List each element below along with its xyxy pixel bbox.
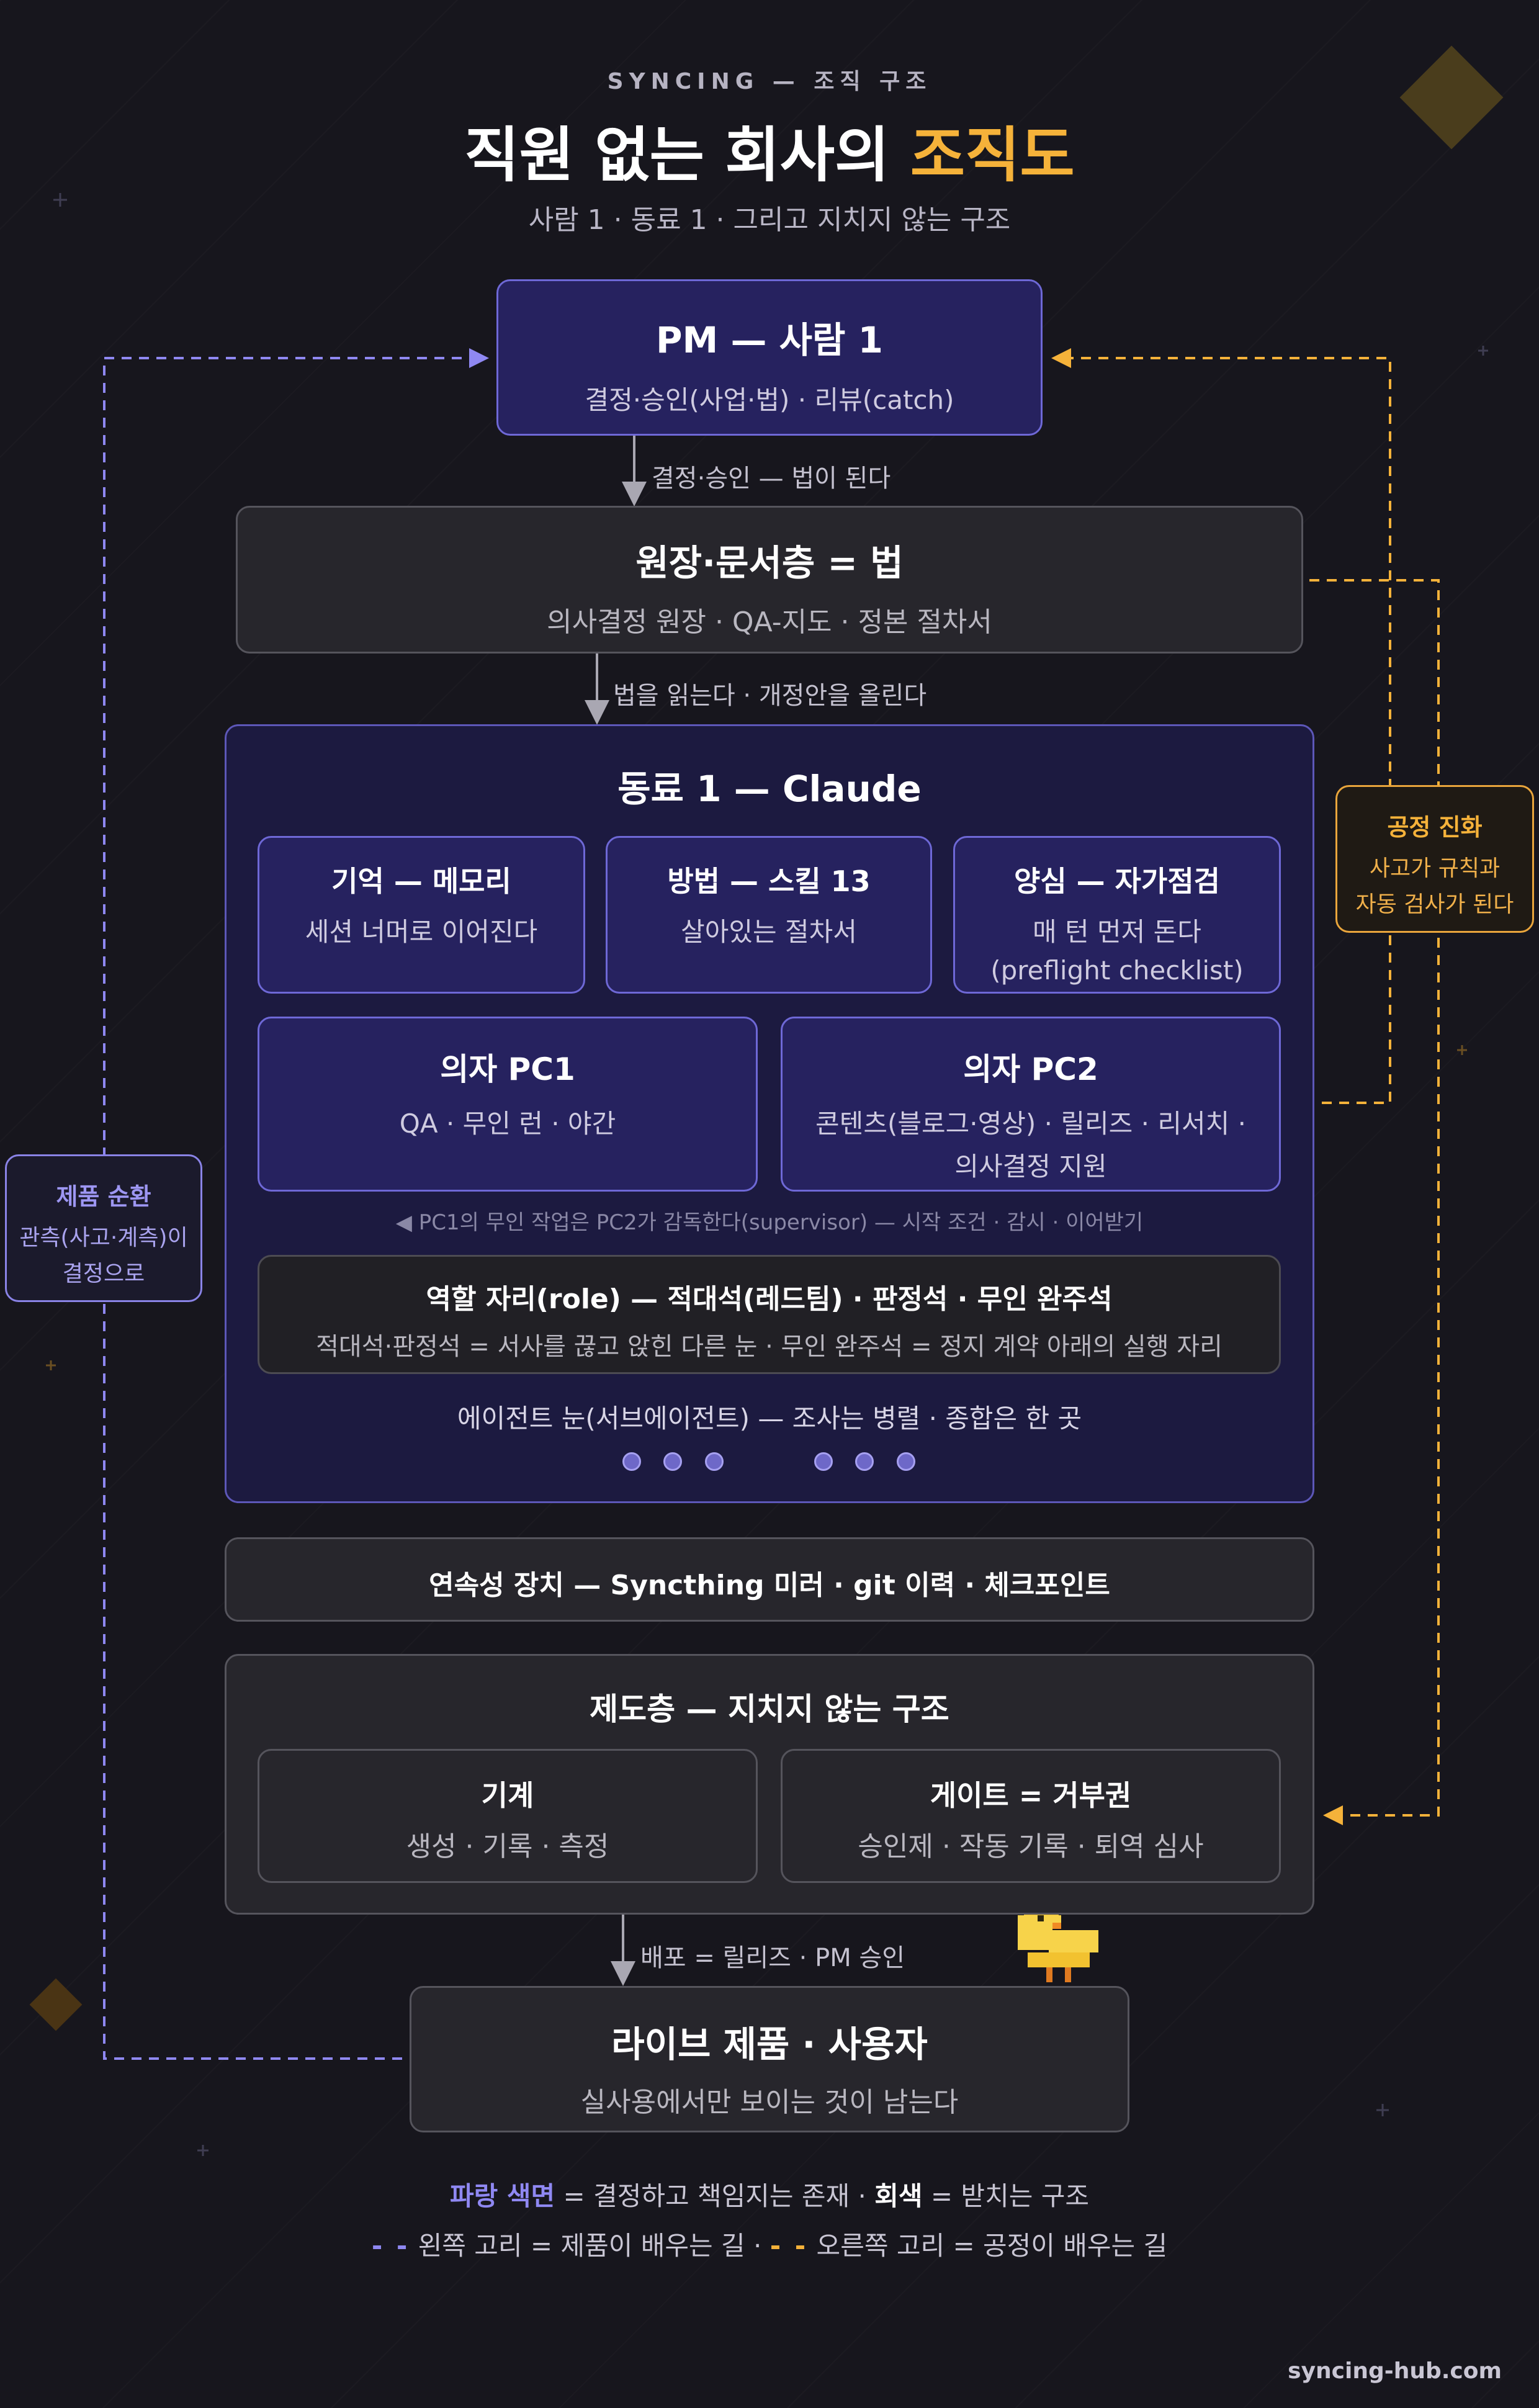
machine-title: 기계 — [481, 1779, 534, 1812]
pc2-title: 의자 PC2 — [963, 1051, 1098, 1087]
card-memory-title: 기억 — 메모리 — [331, 865, 511, 898]
agent-dot — [663, 1452, 682, 1471]
continuity-node: 연속성 장치 — Syncthing 미러 · git 이력 · 체크포인트 — [225, 1537, 1314, 1622]
title-accent: 조직도 — [910, 120, 1075, 190]
claude-title: 동료 1 — Claude — [617, 768, 922, 810]
side-label-process-loop: 공정 진화 사고가 규칙과 자동 검사가 된다 — [1335, 785, 1534, 933]
machine-node: 기계 생성 · 기록 · 측정 — [258, 1749, 758, 1883]
institution-title: 제도층 — 지치지 않는 구조 — [590, 1691, 949, 1727]
legend-colors: 파랑 색면 = 결정하고 책임지는 존재 · 회색 = 받치는 구조 — [0, 2175, 1539, 2213]
gate-title: 게이트 = 거부권 — [930, 1779, 1132, 1812]
legend-right-desc: 오른쪽 고리 = 공정이 배우는 길 — [808, 2231, 1168, 2261]
side-right-title: 공정 진화 — [1387, 814, 1483, 841]
pm-sub: 결정·승인(사업·법) · 리뷰(catch) — [585, 385, 954, 415]
pc2-sub2: 의사결정 지원 — [954, 1151, 1107, 1182]
law-sub: 의사결정 원장 · QA-지도 · 정본 절차서 — [547, 606, 992, 638]
card-conscience-title: 양심 — 자가점검 — [1014, 865, 1220, 898]
card-skills-title: 방법 — 스킬 13 — [667, 865, 871, 898]
live-node: 라이브 제품 · 사용자 실사용에서만 보이는 것이 남는다 — [410, 1986, 1129, 2132]
title-main: 직원 없는 회사의 — [464, 120, 910, 190]
agent-dot — [814, 1452, 833, 1471]
pm-title: PM — 사람 1 — [656, 319, 883, 361]
card-conscience-sub2: (preflight checklist) — [990, 955, 1244, 986]
side-right-line1: 사고가 규칙과 — [1369, 856, 1501, 881]
live-sub: 실사용에서만 보이는 것이 남는다 — [580, 2087, 959, 2118]
edge-label-deploy: 배포 = 릴리즈 · PM 승인 — [640, 1944, 905, 1972]
pc1-title: 의자 PC1 — [440, 1051, 575, 1087]
agent-dot — [855, 1452, 874, 1471]
legend-dash-orange: - - — [770, 2231, 809, 2261]
role-sub: 적대석·판정석 = 서사를 끊고 앉힌 다른 눈 · 무인 완주석 = 정지 계… — [316, 1332, 1223, 1361]
legend-gray-term: 회색 — [874, 2181, 923, 2211]
legend-dash-blue: - - — [371, 2231, 410, 2261]
side-label-product-loop: 제품 순환 관측(사고·계측)이 결정으로 — [5, 1154, 202, 1302]
side-left-line2: 결정으로 — [62, 1260, 145, 1287]
legend-gray-desc: = 받치는 구조 — [922, 2181, 1089, 2211]
pm-node: PM — 사람 1 결정·승인(사업·법) · 리뷰(catch) — [496, 279, 1043, 436]
gate-node: 게이트 = 거부권 승인제 · 작동 기록 · 퇴역 심사 — [781, 1749, 1281, 1883]
side-right-line2: 자동 검사가 된다 — [1355, 891, 1514, 917]
pc1-node: 의자 PC1 QA · 무인 런 · 야간 — [258, 1017, 758, 1192]
legend-blue-desc: = 결정하고 책임지는 존재 · — [555, 2181, 875, 2211]
continuity-title: 연속성 장치 — Syncthing 미러 · git 이력 · 체크포인트 — [429, 1570, 1110, 1601]
footer-url[interactable]: syncing-hub.com — [1288, 2358, 1502, 2384]
deco-diamond-bottom-left — [29, 1978, 83, 2031]
live-title: 라이브 제품 · 사용자 — [611, 2023, 928, 2065]
page-title: 직원 없는 회사의 조직도 — [0, 107, 1539, 193]
legend-loops: - - 왼쪽 고리 = 제품이 배우는 길 · - - 오른쪽 고리 = 공정이… — [0, 2225, 1539, 2263]
gate-sub: 승인제 · 작동 기록 · 퇴역 심사 — [858, 1831, 1204, 1862]
agent-dot — [897, 1452, 915, 1471]
edge-label-law-claude: 법을 읽는다 · 개정안을 올린다 — [613, 681, 927, 710]
role-node: 역할 자리(role) — 적대석(레드팀) · 판정석 · 무인 완주석 적대… — [258, 1255, 1281, 1374]
legend-left-desc: 왼쪽 고리 = 제품이 배우는 길 · — [410, 2231, 770, 2261]
edge-label-pm-law: 결정·승인 — 법이 된다 — [652, 464, 891, 493]
legend-blue-term: 파랑 색면 — [450, 2181, 555, 2211]
card-memory-sub: 세션 너머로 이어진다 — [305, 917, 538, 947]
pc2-node: 의자 PC2 콘텐츠(블로그·영상) · 릴리즈 · 리서치 · 의사결정 지원 — [781, 1017, 1281, 1192]
card-memory: 기억 — 메모리 세션 너머로 이어진다 — [258, 836, 585, 994]
kicker: SYNCING — 조직 구조 — [607, 69, 932, 94]
agent-dot — [622, 1452, 641, 1471]
law-node: 원장·문서층 = 법 의사결정 원장 · QA-지도 · 정본 절차서 — [236, 506, 1303, 654]
side-left-title: 제품 순환 — [56, 1183, 151, 1210]
pc1-sub: QA · 무인 런 · 야간 — [399, 1108, 616, 1139]
supervisor-note: ◀ PC1의 무인 작업은 PC2가 감독한다(supervisor) — 시작… — [395, 1210, 1144, 1235]
card-conscience-sub: 매 턴 먼저 돈다 — [1033, 917, 1201, 947]
page-subtitle: 사람 1 · 동료 1 · 그리고 지치지 않는 구조 — [528, 204, 1011, 236]
agent-eyes-label: 에이전트 눈(서브에이전트) — 조사는 병렬 · 종합은 한 곳 — [457, 1403, 1082, 1434]
side-left-line1: 관측(사고·계측)이 — [19, 1225, 188, 1251]
deco-diamond-top-right — [1399, 45, 1504, 150]
card-skills: 방법 — 스킬 13 살아있는 절차서 — [606, 836, 932, 994]
card-conscience: 양심 — 자가점검 매 턴 먼저 돈다 (preflight checklist… — [953, 836, 1281, 994]
card-skills-sub: 살아있는 절차서 — [681, 917, 857, 947]
role-title: 역할 자리(role) — 적대석(레드팀) · 판정석 · 무인 완주석 — [426, 1283, 1113, 1315]
pc2-sub: 콘텐츠(블로그·영상) · 릴리즈 · 리서치 · — [815, 1108, 1246, 1139]
law-title: 원장·문서층 = 법 — [635, 542, 904, 584]
agent-dot — [705, 1452, 724, 1471]
machine-sub: 생성 · 기록 · 측정 — [406, 1831, 609, 1862]
